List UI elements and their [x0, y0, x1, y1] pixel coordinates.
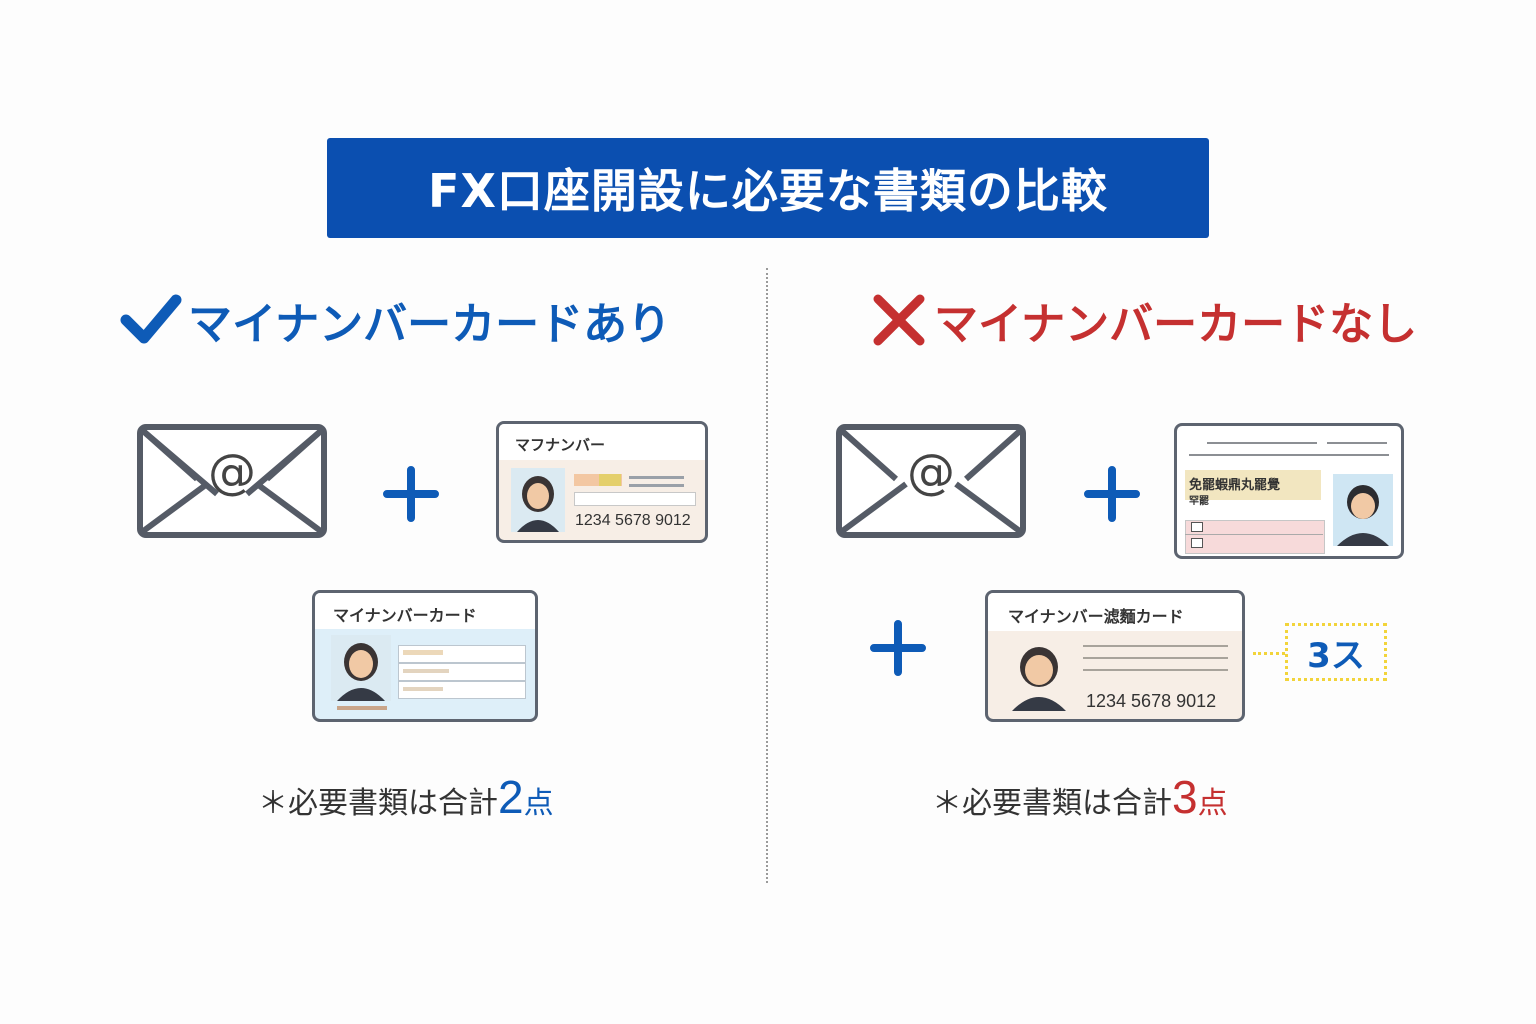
- input-box: [574, 492, 696, 506]
- person-photo: [1004, 637, 1074, 711]
- column-divider: [766, 268, 768, 883]
- left-heading: マイナンバーカードあり: [120, 285, 671, 355]
- person-photo: [331, 635, 391, 701]
- input-box: [398, 663, 526, 681]
- person-photo: [511, 468, 565, 532]
- card-number-top: 1234 5678 9012: [575, 512, 691, 529]
- text-line: [403, 687, 443, 691]
- title-banner: FX口座開設に必要な書類の比較: [327, 138, 1209, 238]
- cross-icon: [873, 294, 925, 346]
- email-icon-right: @: [836, 424, 1026, 538]
- mynumber-notification-card: マイナンバー滤麵カード 1234 5678 9012: [985, 590, 1245, 722]
- summary-count-right: 3: [1172, 771, 1198, 823]
- card-label-top: マフナンバー: [515, 436, 606, 454]
- mynumber-card-small: マフナンバー 1234 5678 9012: [496, 421, 708, 543]
- checkbox: [1191, 538, 1203, 548]
- summary-prefix-right: ＊必要書類は合計: [932, 786, 1172, 821]
- right-heading: マイナンバーカードなし: [870, 285, 1417, 355]
- info-grid-line: [1185, 534, 1323, 535]
- email-icon-left: @: [137, 424, 327, 538]
- input-box: [398, 645, 526, 663]
- drivers-license-card: 免罷蝦鼎丸罷覺 罕罷: [1174, 423, 1404, 559]
- check-icon: [120, 294, 182, 344]
- plus-icon-left-1: [383, 466, 439, 522]
- text-line: [1189, 454, 1389, 456]
- plus-icon-right-1: [1084, 466, 1140, 522]
- text-line: [1207, 442, 1317, 444]
- text-line: [629, 476, 684, 479]
- text-line: [1083, 669, 1228, 671]
- text-line: [1327, 442, 1387, 444]
- summary-suffix-right: 点: [1197, 786, 1228, 821]
- right-summary: ＊必要書類は合計 3 点: [932, 770, 1228, 830]
- license-text: 免罷蝦鼎丸罷覺: [1189, 478, 1281, 493]
- badge-connector: [1253, 652, 1285, 655]
- card-label-right-bottom: マイナンバー滤麵カード: [1008, 607, 1184, 626]
- count-badge-text: 3ス: [1307, 635, 1365, 676]
- summary-count-left: 2: [498, 771, 524, 823]
- mynumber-card-large: マイナンバーカード: [312, 590, 538, 722]
- checkbox: [1191, 522, 1203, 532]
- svg-text:@: @: [208, 444, 256, 500]
- color-bar: [599, 474, 621, 486]
- license-sub: 罕罷: [1189, 496, 1209, 507]
- svg-text:@: @: [907, 444, 955, 500]
- card-label-bottom: マイナンバーカード: [333, 606, 477, 625]
- text-line: [403, 669, 449, 673]
- text-line: [629, 484, 684, 487]
- plus-icon-right-2: [870, 620, 926, 676]
- count-badge: 3ス: [1285, 623, 1387, 681]
- input-box: [398, 681, 526, 699]
- left-summary: ＊必要書類は合計 2 点: [258, 770, 554, 830]
- card-number-right: 1234 5678 9012: [1086, 691, 1217, 711]
- person-photo: [1333, 474, 1393, 546]
- text-line: [1083, 657, 1228, 659]
- right-heading-text: マイナンバーカードなし: [934, 299, 1418, 350]
- license-band: [1185, 470, 1321, 500]
- info-grid: [1185, 520, 1325, 554]
- text-line: [337, 706, 387, 710]
- page-title: FX口座開設に必要な書類の比較: [428, 164, 1108, 218]
- text-line: [403, 650, 443, 655]
- summary-suffix-left: 点: [523, 786, 554, 821]
- summary-prefix-left: ＊必要書類は合計: [258, 786, 498, 821]
- text-line: [1083, 645, 1228, 647]
- left-heading-text: マイナンバーカードあり: [188, 299, 672, 350]
